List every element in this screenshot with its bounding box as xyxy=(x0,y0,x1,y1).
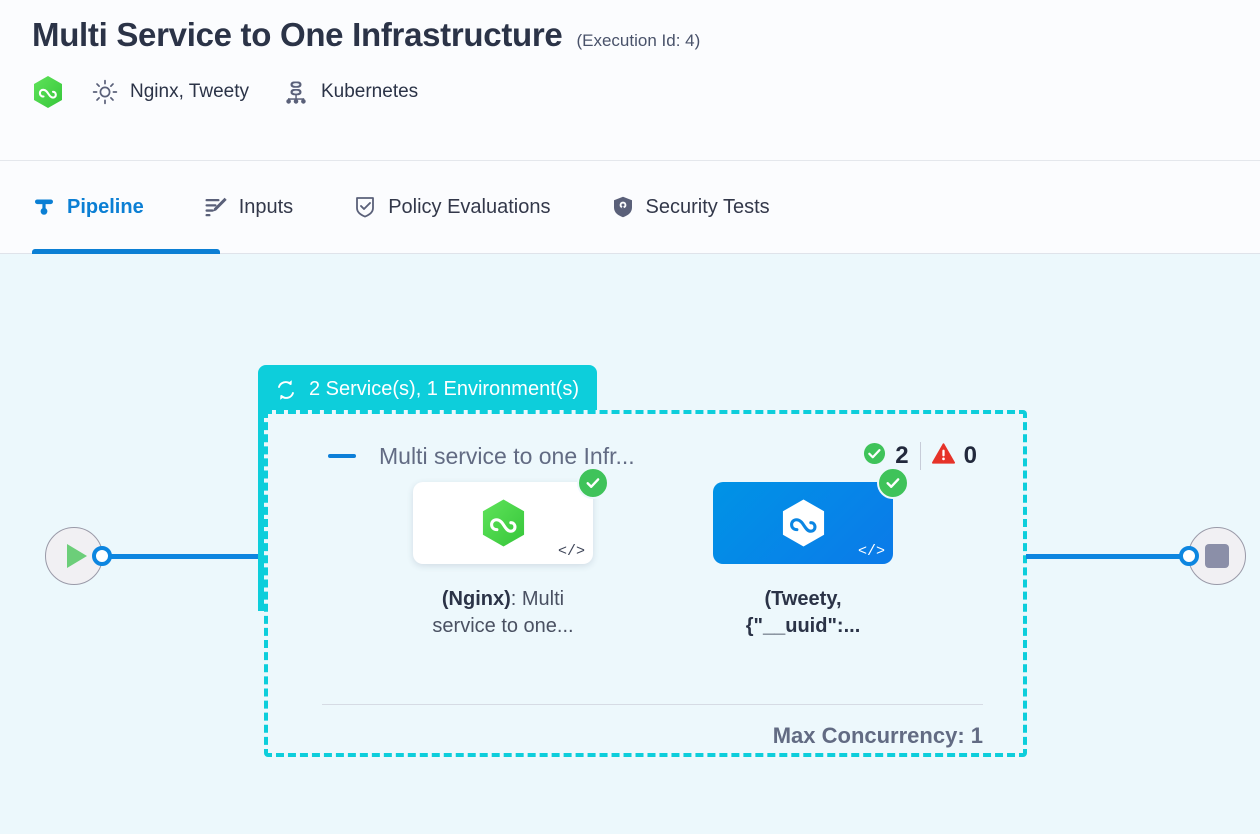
infrastructure-text: Kubernetes xyxy=(320,81,419,103)
pipeline-canvas[interactable]: 2 Service(s), 1 Environment(s) Multi ser… xyxy=(0,254,1260,834)
node-label: (Tweety, {"__uuid":... xyxy=(745,588,861,637)
node-card[interactable]: </> xyxy=(713,467,909,564)
check-circle-icon xyxy=(863,442,886,470)
edit-lines-pencil-icon xyxy=(204,195,228,219)
harness-hexagon-logo-icon xyxy=(32,75,64,109)
tab-pipeline-label: Pipeline xyxy=(67,195,144,218)
page-title: Multi Service to One Infrastructure xyxy=(32,16,563,53)
check-circle-icon xyxy=(877,467,909,499)
tab-pipeline[interactable]: Pipeline xyxy=(32,161,174,253)
group-badge: 2 Service(s), 1 Environment(s) xyxy=(258,365,598,414)
code-brackets-icon: </> xyxy=(857,543,885,560)
node-label-rest: : Multi service to one... xyxy=(432,588,574,637)
edge-group-to-end xyxy=(1026,554,1181,559)
group-separator xyxy=(322,704,983,705)
tab-bar: Pipeline Inputs Policy Evaluations xyxy=(0,161,1260,254)
count-divider xyxy=(919,442,921,470)
tab-policy-evaluations-label: Policy Evaluations xyxy=(388,195,551,218)
execution-id-label: (Execution Id: 4) xyxy=(576,31,701,50)
check-circle-icon xyxy=(577,467,609,499)
title-row: Multi Service to One Infrastructure (Exe… xyxy=(32,14,1260,55)
group-title-row: Multi service to one Infr... 2 xyxy=(328,442,977,470)
kubernetes-cluster-icon xyxy=(283,79,309,105)
services-text: Nginx, Tweety xyxy=(130,81,249,103)
play-icon xyxy=(66,544,87,568)
group-badge-label: 2 Service(s), 1 Environment(s) xyxy=(309,378,580,400)
max-concurrency-label: Max Concurrency: 1 xyxy=(772,723,983,748)
shield-scan-icon xyxy=(611,195,635,219)
shield-check-icon xyxy=(353,195,377,219)
code-brackets-icon: </> xyxy=(557,543,585,560)
stop-icon xyxy=(1205,544,1229,568)
group-title: Multi service to one Infr... xyxy=(379,442,635,469)
warning-count-item: 0 xyxy=(931,442,977,470)
tab-security-tests-label: Security Tests xyxy=(645,195,770,218)
success-count-item: 2 xyxy=(863,442,909,470)
harness-hexagon-logo-green-icon xyxy=(480,498,527,548)
minus-collapse-icon[interactable] xyxy=(328,454,356,458)
pipeline-icon xyxy=(32,195,56,219)
group-dashed-box: Multi service to one Infr... 2 xyxy=(264,410,1027,757)
active-tab-underline xyxy=(32,249,220,254)
node-label-bold: (Nginx) xyxy=(441,588,511,610)
loop-repeat-icon xyxy=(274,378,298,402)
group-left-accent-bar xyxy=(258,408,268,611)
gear-icon xyxy=(92,79,118,105)
tab-security-tests[interactable]: Security Tests xyxy=(611,161,800,253)
tab-inputs-label: Inputs xyxy=(238,195,294,218)
success-count: 2 xyxy=(895,442,909,469)
harness-hexagon-logo-white-icon xyxy=(780,498,827,548)
node-label: (Nginx): Multi service to one... xyxy=(413,586,593,640)
group-status-counts: 2 0 xyxy=(863,442,977,470)
header-meta-row: Nginx, Tweety Kubernetes xyxy=(32,75,1260,109)
pipeline-node-nginx[interactable]: </> (Nginx): Multi service to one... xyxy=(413,467,609,640)
node-card[interactable]: </> xyxy=(413,467,609,564)
edge-start-to-group xyxy=(110,554,266,559)
tab-inputs[interactable]: Inputs xyxy=(204,161,323,253)
page-header: Multi Service to One Infrastructure (Exe… xyxy=(0,0,1260,161)
pipeline-node-tweety[interactable]: </> (Tweety, {"__uuid":... xyxy=(713,467,909,640)
tab-policy-evaluations[interactable]: Policy Evaluations xyxy=(353,161,580,253)
warning-count: 0 xyxy=(963,442,977,469)
start-node-port[interactable] xyxy=(92,546,112,566)
end-node-port[interactable] xyxy=(1179,546,1199,566)
warning-triangle-icon xyxy=(931,442,955,470)
